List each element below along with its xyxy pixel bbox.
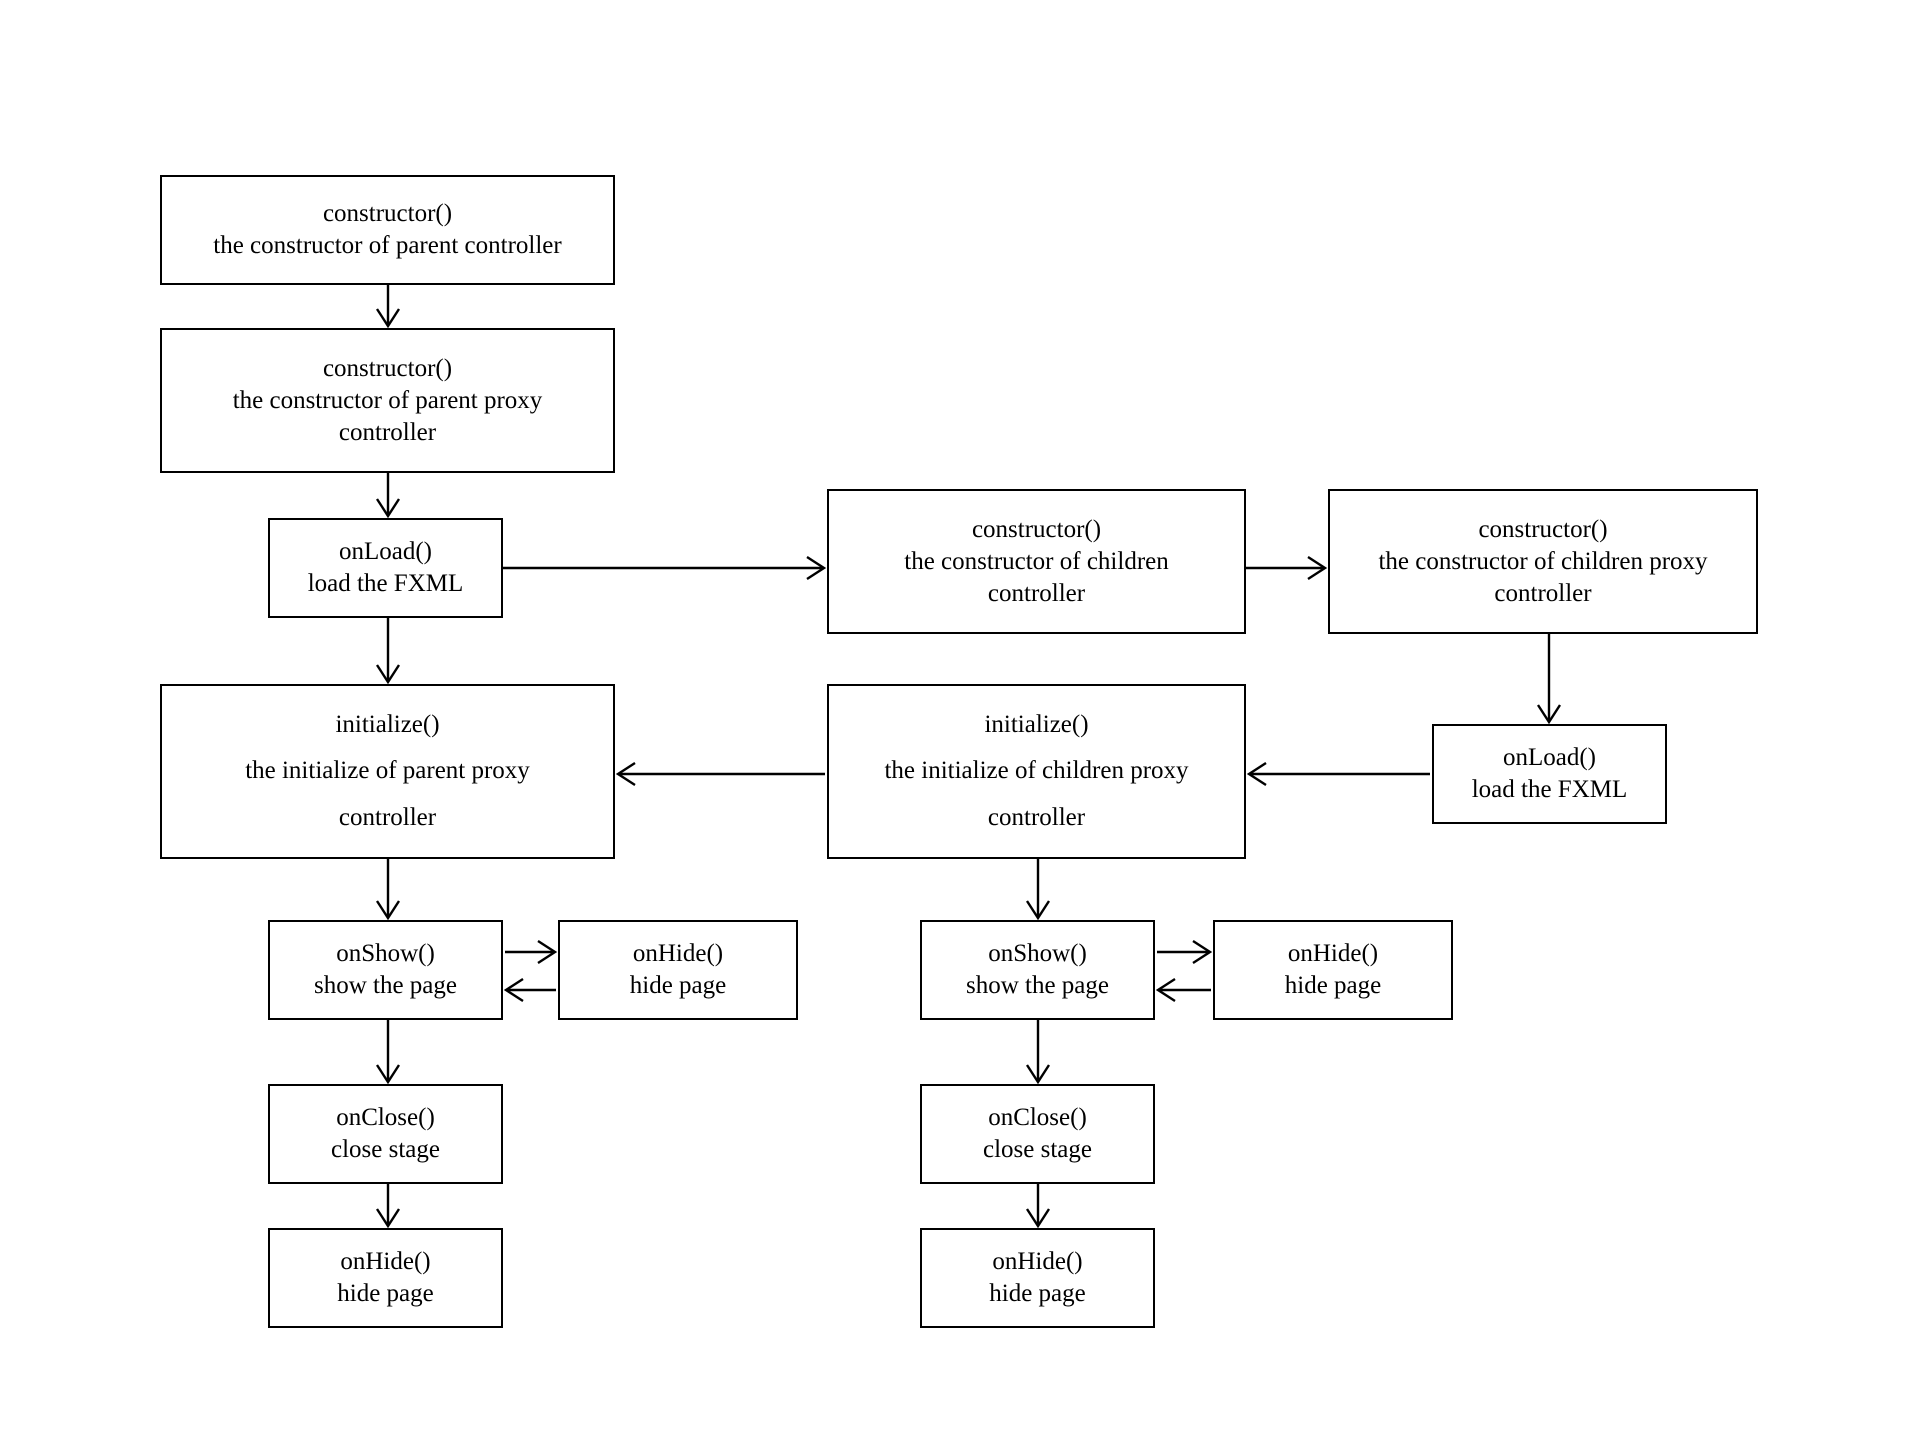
node-text-line: constructor() [322,354,453,382]
node-text-line: onShow() [988,940,1087,967]
node-text-line: hide page [1284,972,1382,999]
edge-children-onload-to-children-proxy-initialize [1246,761,1430,787]
node-parent-onshow[interactable]: onShow() show the page [268,920,503,1020]
node-text-line: controller [987,803,1086,831]
node-text-line: close stage [331,1136,440,1163]
node-text-line: hide page [989,1280,1086,1307]
node-text-line: controller [987,579,1086,607]
node-text-line: initialize() [335,711,440,739]
arrowhead [1307,555,1328,581]
node-children-onhide-bottom[interactable]: onHide() hide page [920,1228,1155,1328]
edge-children-onhide-to-children-onshow [1155,977,1211,1003]
node-text-line: the constructor of parent proxy [232,386,543,414]
edge-parent-onhide-to-parent-onshow [503,977,556,1003]
node-text-line: the constructor of parent controller [213,232,562,259]
node-text-line: the constructor of children [904,547,1169,575]
edge-children-proxy-initialize-to-children-onshow [1025,859,1051,921]
node-text-line: onLoad() [338,538,433,565]
node-children-constructor[interactable]: constructor() the constructor of children… [827,489,1246,634]
node-children-proxy-initialize[interactable]: initialize() the initialize of children p… [827,684,1246,859]
node-children-onhide-top[interactable]: onHide() hide page [1213,920,1453,1020]
arrowhead [1155,977,1176,1003]
node-text-line: onShow() [336,940,435,967]
node-text-line: controller [1494,579,1592,607]
node-text-line: onClose() [336,1104,435,1131]
node-parent-onhide-top[interactable]: onHide() hide page [558,920,798,1020]
arrowhead [537,939,558,965]
arrowhead [375,308,401,329]
node-children-proxy-constructor[interactable]: constructor() the constructor of children… [1328,489,1758,634]
node-text-line: load the FXML [1471,776,1628,803]
node-text-line: the initialize of parent proxy [245,757,530,785]
node-text-line: load the FXML [307,570,464,597]
node-parent-proxy-constructor[interactable]: constructor() the constructor of parent p… [160,328,615,473]
arrowhead [1192,939,1213,965]
node-text-line: show the page [965,972,1110,999]
edge-parent-proxy-constructor-to-parent-onload [375,473,401,519]
node-text-line: constructor() [971,515,1102,543]
node-text-line: the constructor of children proxy [1378,547,1708,575]
arrowhead [1246,761,1267,787]
node-text-line: onHide() [340,1248,431,1275]
arrowhead [375,664,401,685]
node-parent-onload[interactable]: onLoad() load the FXML [268,518,503,618]
node-text-line: onLoad() [1502,744,1597,771]
node-parent-onhide-bottom[interactable]: onHide() hide page [268,1228,503,1328]
edge-children-constructor-to-children-proxy-constructor [1246,555,1328,581]
arrowhead [1025,900,1051,921]
arrowhead [375,498,401,519]
edge-parent-onload-to-children-constructor [503,555,827,581]
node-text-line: initialize() [984,711,1089,739]
node-parent-constructor[interactable]: constructor() the constructor of parent c… [160,175,615,285]
edge-children-onshow-to-children-onclose [1025,1020,1051,1085]
node-text-line: show the page [313,972,458,999]
node-parent-proxy-initialize[interactable]: initialize() the initialize of parent pro… [160,684,615,859]
edge-children-onclose-to-children-onhide-bottom [1025,1184,1051,1229]
node-children-onshow[interactable]: onShow() show the page [920,920,1155,1020]
edge-parent-onclose-to-parent-onhide-bottom [375,1184,401,1229]
node-text-line: close stage [983,1136,1092,1163]
edge-parent-proxy-initialize-to-parent-onshow [375,859,401,921]
node-text-line: constructor() [1478,515,1608,543]
arrowhead [503,977,524,1003]
node-children-onclose[interactable]: onClose() close stage [920,1084,1155,1184]
edge-children-proxy-initialize-to-parent-proxy-initialize [615,761,825,787]
edge-parent-onshow-to-parent-onclose [375,1020,401,1085]
edge-children-proxy-constructor-to-children-onload [1536,634,1562,725]
node-text-line: onHide() [992,1248,1083,1275]
arrowhead [375,1208,401,1229]
node-text-line: controller [338,418,437,446]
node-text-line: onClose() [988,1104,1087,1131]
node-parent-onclose[interactable]: onClose() close stage [268,1084,503,1184]
node-text-line: the initialize of children proxy [884,757,1189,785]
arrowhead [806,555,827,581]
arrowhead [1536,704,1562,725]
node-text-line: hide page [337,1280,434,1307]
node-text-line: onHide() [1287,940,1379,967]
edge-parent-onload-to-parent-proxy-initialize [375,618,401,685]
arrowhead [375,1064,401,1085]
arrowhead [1025,1064,1051,1085]
arrowhead [615,761,636,787]
node-children-onload[interactable]: onLoad() load the FXML [1432,724,1667,824]
arrowhead [1025,1208,1051,1229]
arrowhead [375,900,401,921]
node-text-line: constructor() [322,200,453,227]
edge-parent-constructor-to-parent-proxy-constructor [375,285,401,329]
node-text-line: hide page [629,972,727,999]
edge-children-onshow-to-children-onhide [1157,939,1213,965]
node-text-line: onHide() [632,940,724,967]
node-text-line: controller [338,803,437,831]
edge-parent-onshow-to-parent-onhide [505,939,558,965]
